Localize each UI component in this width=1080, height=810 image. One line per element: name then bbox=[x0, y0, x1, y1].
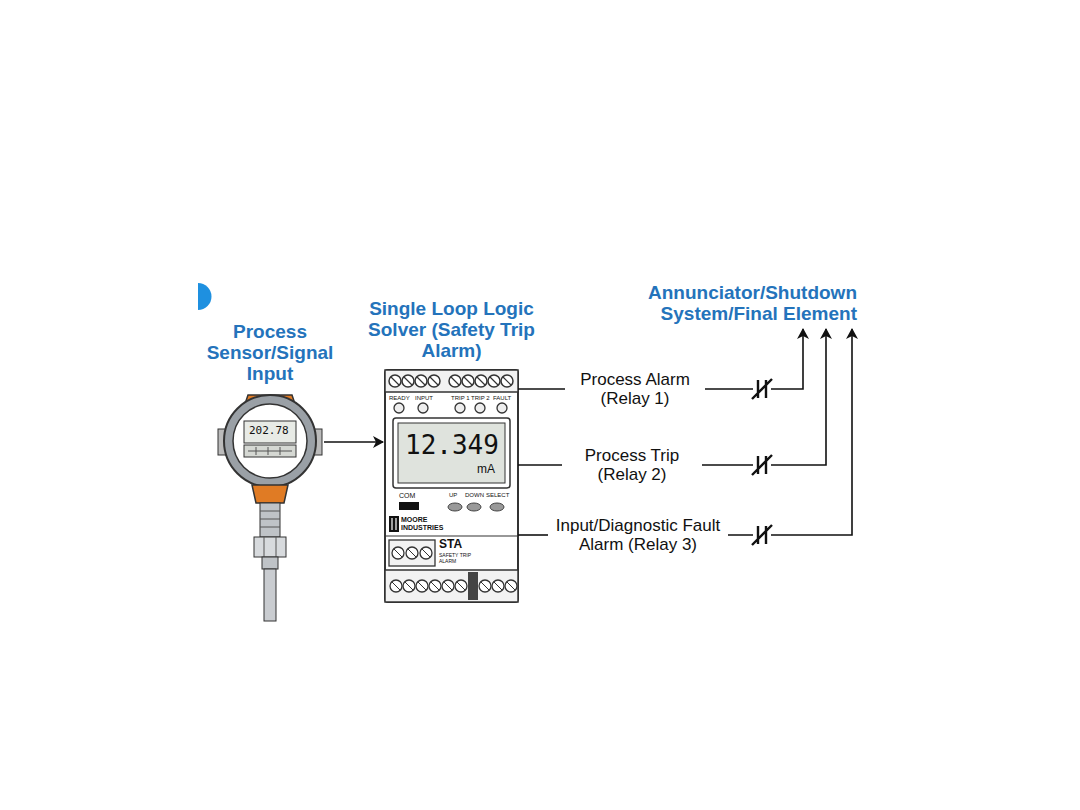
sensor-node: Process Sensor/Signal Input202.78 bbox=[218, 393, 322, 623]
device-label: TRIP 2 bbox=[471, 395, 490, 402]
relay-contact-symbol bbox=[752, 524, 772, 546]
signal-line bbox=[324, 441, 383, 443]
device-label: COM bbox=[399, 492, 415, 500]
signal-line bbox=[728, 329, 852, 535]
relay-label: Process Trip (Relay 2) bbox=[562, 446, 702, 484]
signal-line bbox=[702, 329, 826, 465]
relay-text: Process Trip (Relay 2) bbox=[567, 446, 697, 484]
relay-contact-symbol bbox=[752, 378, 772, 400]
device-label: DOWN bbox=[465, 492, 484, 499]
relay-text: Process Alarm (Relay 1) bbox=[570, 370, 700, 408]
signal-line bbox=[518, 534, 548, 536]
node-heading: Annunciator/Shutdown System/Final Elemen… bbox=[617, 282, 857, 324]
device-label: mA bbox=[477, 462, 495, 476]
device-label: UP bbox=[449, 492, 457, 499]
relay-contact-symbol bbox=[752, 454, 772, 476]
signal-line bbox=[518, 388, 565, 390]
node-heading: Process Sensor/Signal Input bbox=[198, 321, 342, 384]
device-label: TRIP 1 bbox=[451, 395, 470, 402]
device-label: SELECT bbox=[486, 492, 509, 499]
device-label: INPUT bbox=[415, 395, 433, 402]
device-label: READY bbox=[389, 395, 410, 402]
device-label: 202.78 bbox=[249, 424, 289, 437]
relay-text: Input/Diagnostic Fault Alarm (Relay 3) bbox=[553, 516, 723, 554]
device-label: STA bbox=[439, 537, 462, 551]
relay-label: Input/Diagnostic Fault Alarm (Relay 3) bbox=[548, 516, 728, 554]
signal-line bbox=[518, 464, 562, 466]
device-label: FAULT bbox=[493, 395, 511, 402]
node-heading: Single Loop Logic Solver (Safety Trip Al… bbox=[361, 298, 542, 361]
sensor-illustration bbox=[218, 395, 322, 621]
device-label: SAFETY TRIP ALARM bbox=[439, 552, 473, 564]
device-label: MOORE INDUSTRIES bbox=[401, 516, 449, 532]
sta-device bbox=[385, 370, 518, 602]
device-label: 12.349 bbox=[405, 430, 499, 460]
relay-label: Process Alarm (Relay 1) bbox=[565, 370, 705, 408]
annunciator-heading: Annunciator/Shutdown System/Final Elemen… bbox=[617, 282, 857, 324]
page-mark bbox=[198, 283, 212, 310]
logic-solver-box: Single Loop Logic Solver (Safety Trip Al… bbox=[385, 370, 518, 602]
